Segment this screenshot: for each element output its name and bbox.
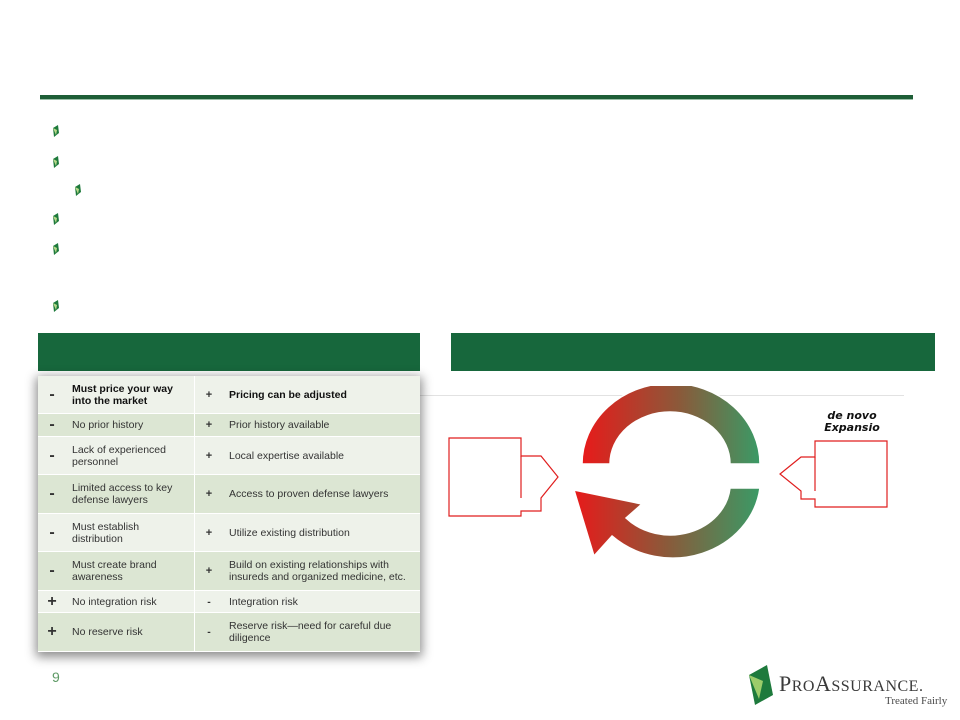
title-rule — [40, 95, 913, 99]
right-sign: - — [194, 590, 223, 614]
right-text: Local expertise available — [223, 436, 420, 476]
callout-text: de novo Expansio — [815, 410, 889, 434]
page-number: 9 — [52, 669, 60, 685]
left-text: Lack of experienced personnel — [66, 436, 195, 476]
logo-tagline: Treated Fairly — [885, 695, 948, 707]
right-text: Access to proven defense lawyers — [223, 474, 420, 514]
right-text: Integration risk — [223, 590, 420, 614]
left-text: Must price your way into the market — [66, 376, 195, 415]
left-sign: - — [38, 436, 66, 476]
right-text: Build on existing relationships with ins… — [223, 551, 420, 591]
left-sign: + — [38, 590, 66, 614]
left-text: No integration risk — [66, 590, 195, 614]
table-row: -Must create brand awareness+Build on ex… — [38, 551, 420, 591]
left-sign: - — [38, 413, 66, 437]
left-column-header — [38, 333, 420, 371]
right-sign: - — [194, 612, 223, 652]
table-row: -No prior history+Prior history availabl… — [38, 413, 420, 437]
logo-letters: SSURANCE — [831, 678, 919, 695]
right-sign: + — [194, 474, 223, 514]
table-row: -Must price your way into the market+Pri… — [38, 376, 420, 415]
callout-line-1: de novo — [827, 409, 877, 422]
bullet-icon — [53, 125, 59, 137]
logo-name: PROASSURANCE. — [779, 671, 924, 696]
left-arrow-callout — [448, 437, 559, 517]
left-text: No prior history — [66, 413, 195, 437]
right-sign: + — [194, 376, 223, 415]
right-text: Pricing can be adjusted — [223, 376, 420, 415]
bullet-icon — [53, 300, 59, 312]
bullet-icon — [75, 184, 81, 196]
table-row: -Lack of experienced personnel+Local exp… — [38, 436, 420, 476]
left-text: Must establish distribution — [66, 513, 195, 553]
right-column-header — [451, 333, 935, 371]
right-sign: + — [194, 436, 223, 476]
left-sign: + — [38, 612, 66, 652]
left-sign: - — [38, 376, 66, 415]
bullet-icon — [53, 243, 59, 255]
comparison-table-grid: -Must price your way into the market+Pri… — [38, 376, 420, 652]
callout-line-2: Expansio — [824, 421, 880, 434]
right-text: Utilize existing distribution — [223, 513, 420, 553]
right-sign: + — [194, 413, 223, 437]
proassurance-logo: PROASSURANCE. Treated Fairly — [745, 665, 955, 710]
table-row: +No reserve risk-Reserve risk—need for c… — [38, 612, 420, 652]
logo-letter: A — [814, 671, 832, 696]
bullet-icon — [53, 156, 59, 168]
left-sign: - — [38, 474, 66, 514]
table-row: +No integration risk-Integration risk — [38, 590, 420, 614]
table-row: -Must establish distribution+Utilize exi… — [38, 513, 420, 553]
proassurance-leaf-icon — [749, 665, 773, 705]
right-sign: + — [194, 551, 223, 591]
right-sign: + — [194, 513, 223, 553]
table-row: -Limited access to key defense lawyers+A… — [38, 474, 420, 514]
left-text: Limited access to key defense lawyers — [66, 474, 195, 514]
right-arrow-callout — [779, 440, 888, 508]
right-text: Reserve risk—need for careful due dilige… — [223, 612, 420, 652]
comparison-table: -Must price your way into the market+Pri… — [38, 376, 420, 652]
left-text: Must create brand awareness — [66, 551, 195, 591]
right-text: Prior history available — [223, 413, 420, 437]
bullet-icon — [53, 213, 59, 225]
left-sign: - — [38, 551, 66, 591]
cycle-icon — [572, 386, 761, 559]
left-text: No reserve risk — [66, 612, 195, 652]
left-sign: - — [38, 513, 66, 553]
logo-letters: RO — [791, 678, 815, 695]
logo-letter: P — [779, 671, 792, 696]
